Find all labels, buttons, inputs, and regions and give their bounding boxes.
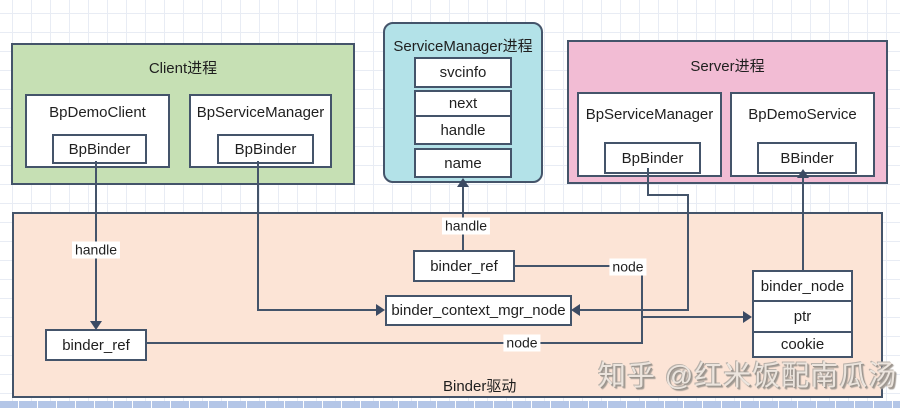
b-binder-label: BBinder <box>780 149 834 167</box>
server-process-box: Server进程 BpServiceManager BpBinder BpDem… <box>567 40 888 184</box>
handle-left-edge-label: handle <box>71 241 121 259</box>
service-manager-process-title: ServiceManager进程 <box>393 38 533 55</box>
bottom-cell-band <box>0 401 900 408</box>
arrow-up-icon <box>797 169 809 178</box>
zhihu-watermark: 知乎 @红米饭配南瓜汤 <box>598 360 898 391</box>
arrow-right-icon <box>376 304 385 316</box>
svcinfo-field: svcinfo <box>414 57 512 88</box>
client-bp-service-manager-box: BpServiceManager BpBinder <box>189 94 332 168</box>
binder-context-mgr-node-label: binder_context_mgr_node <box>391 302 566 319</box>
binder-node-row: binder_node <box>752 270 853 302</box>
handle-label: handle <box>440 121 486 139</box>
bp-binder-label: BpBinder <box>234 140 297 158</box>
cookie-row: cookie <box>752 331 853 358</box>
binder-ref-label: binder_ref <box>62 336 130 354</box>
bp-demo-client-box: BpDemoClient BpBinder <box>25 94 170 168</box>
binder-node-label: binder_node <box>760 277 845 295</box>
arrow-right-icon <box>743 311 752 323</box>
bp-demo-client-label: BpDemoClient <box>49 104 146 121</box>
ptr-row: ptr <box>752 300 853 333</box>
binder-ref-left-box: binder_ref <box>45 329 147 361</box>
arrow-left-icon <box>571 304 580 316</box>
server-bp-service-manager-box: BpServiceManager BpBinder <box>577 92 722 177</box>
client-bp-service-manager-label: BpServiceManager <box>196 104 325 121</box>
edge-server-sm-line-v2 <box>687 194 689 311</box>
edge-client-sm-line-h <box>257 309 377 311</box>
name-label: name <box>444 154 482 172</box>
binder-ref-mid-box: binder_ref <box>413 250 515 282</box>
arrow-up-icon <box>457 178 469 187</box>
edge-server-sm-line-h2 <box>580 309 689 311</box>
b-binder-box: BBinder <box>757 142 857 174</box>
bp-demo-service-label: BpDemoService <box>748 106 857 123</box>
edge-server-sm-line-h1 <box>647 194 689 196</box>
edge-server-sm-line-v1 <box>647 168 649 196</box>
ptr-label: ptr <box>793 308 812 325</box>
bp-binder-box: BpBinder <box>604 142 701 174</box>
name-field: name <box>414 148 512 178</box>
server-process-title: Server进程 <box>690 58 765 75</box>
edge-node-bottom-line <box>147 342 643 344</box>
client-process-box: Client进程 BpDemoClient BpBinder BpService… <box>11 43 355 185</box>
binder-driver-title: Binder驱动 <box>443 378 517 395</box>
handle-mid-edge-label: handle <box>441 217 491 235</box>
edge-node-to-ptr-line <box>641 316 745 318</box>
bp-binder-box: BpBinder <box>217 134 314 164</box>
node-bottom-edge-label: node <box>503 334 541 352</box>
bp-binder-label: BpBinder <box>68 140 131 158</box>
arrow-down-icon <box>90 321 102 330</box>
binder-ref-label: binder_ref <box>430 257 498 275</box>
cookie-label: cookie <box>780 336 825 353</box>
handle-field: handle <box>414 115 512 145</box>
bp-binder-label: BpBinder <box>621 149 684 167</box>
svcinfo-label: svcinfo <box>439 64 487 81</box>
next-field: next <box>414 90 512 117</box>
client-process-title: Client进程 <box>148 60 218 77</box>
next-label: next <box>448 95 478 112</box>
node-mid-edge-label: node <box>609 258 647 276</box>
edge-client-sm-line-v <box>257 161 259 311</box>
edge-node-junction-line-v <box>641 265 643 344</box>
server-bp-service-manager-label: BpServiceManager <box>585 106 714 123</box>
edge-binder-node-bbinder-line <box>802 178 804 270</box>
bp-binder-box: BpBinder <box>52 134 147 164</box>
bp-demo-service-box: BpDemoService BBinder <box>730 92 875 177</box>
binder-context-mgr-node-box: binder_context_mgr_node <box>385 295 572 326</box>
edge-node-mid-line-h <box>515 265 643 267</box>
